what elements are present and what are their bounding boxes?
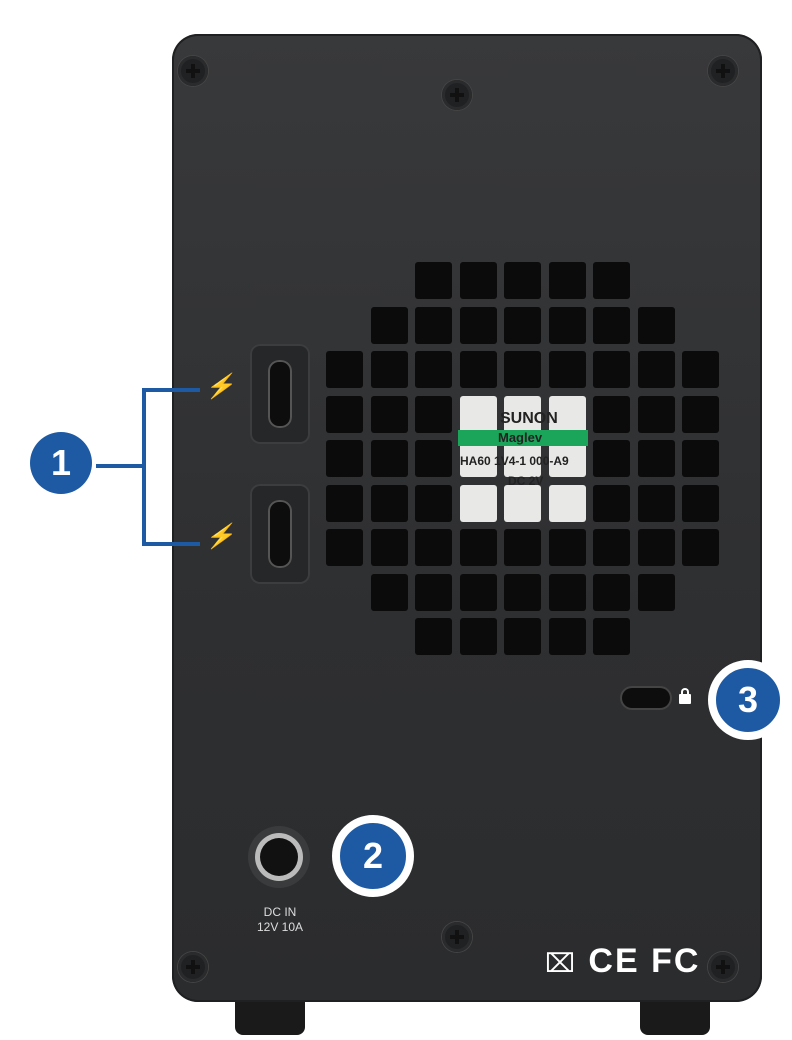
screw-icon xyxy=(708,952,738,982)
kensington-lock-slot[interactable] xyxy=(622,688,670,708)
ce-mark: CE xyxy=(588,942,640,980)
callout-1-leader xyxy=(96,464,144,468)
dc-in-label: DC IN 12V 10A xyxy=(240,905,320,935)
thunderbolt-port-1[interactable] xyxy=(250,344,310,444)
dc-rating-text: 12V 10A xyxy=(256,920,304,934)
callout-1-badge: 1 xyxy=(30,432,92,494)
screw-icon xyxy=(442,922,472,952)
fan-brand: SUNON xyxy=(500,410,558,427)
fan-model: HA60 1V4-1 000-A9 xyxy=(460,454,569,468)
fan-label: SUNON Maglev HA60 1V4-1 000-A9 DC 2V xyxy=(458,408,596,526)
fan-voltage: DC 2V xyxy=(508,474,544,488)
weee-icon: ⌧ xyxy=(545,948,577,978)
thunderbolt-icon: ⚡ xyxy=(204,373,240,400)
callout-2-badge: 2 xyxy=(332,815,414,897)
screw-icon xyxy=(442,80,472,110)
fcc-mark: FC xyxy=(651,942,701,980)
screw-icon xyxy=(178,56,208,86)
thunderbolt-icon: ⚡ xyxy=(204,523,240,550)
screw-icon xyxy=(708,56,738,86)
lock-icon xyxy=(679,688,691,704)
dc-in-jack[interactable] xyxy=(248,826,310,888)
fan-series: Maglev xyxy=(458,430,588,446)
thunderbolt-port-2[interactable] xyxy=(250,484,310,584)
dc-in-text: DC IN xyxy=(263,905,297,919)
callout-3-badge: 3 xyxy=(708,660,788,740)
callout-1-bracket xyxy=(142,388,200,546)
screw-icon xyxy=(178,952,208,982)
certification-marks: ⌧ CE FC xyxy=(545,942,700,981)
